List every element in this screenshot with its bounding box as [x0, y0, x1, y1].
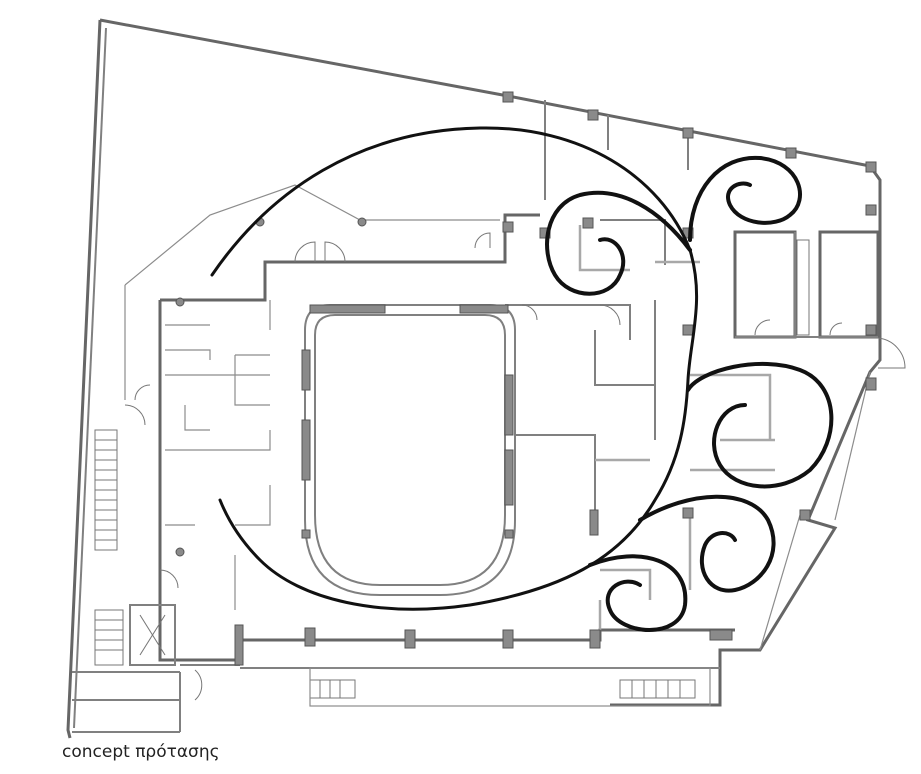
- interior-walls: [158, 100, 880, 662]
- concept-swirl: [210, 126, 834, 632]
- central-hall: [301, 304, 516, 596]
- outer-walls: [66, 18, 882, 739]
- doors: [124, 232, 906, 701]
- columns: [175, 91, 877, 666]
- roof-outline: [124, 184, 500, 286]
- caption: concept πρότασης: [62, 742, 220, 762]
- stairs: [94, 239, 810, 707]
